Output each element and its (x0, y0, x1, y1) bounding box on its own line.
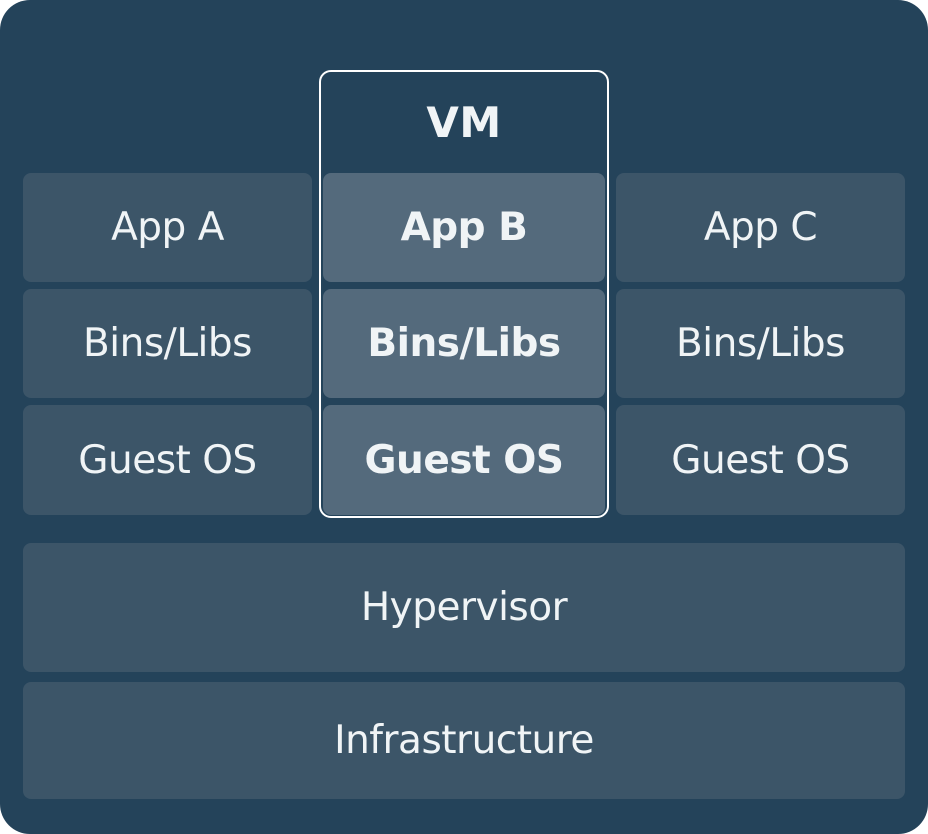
cell-guest-os-b: Guest OS (323, 405, 605, 515)
layer-hypervisor: Hypervisor (23, 543, 905, 672)
cell-bins-libs-c: Bins/Libs (616, 289, 905, 398)
cell-bins-libs-b: Bins/Libs (323, 289, 605, 398)
cell-app-b: App B (323, 173, 605, 282)
cell-app-a: App A (23, 173, 312, 282)
cell-guest-os-c: Guest OS (616, 405, 905, 515)
cell-bins-libs-a: Bins/Libs (23, 289, 312, 398)
layer-infrastructure: Infrastructure (23, 682, 905, 799)
vm-label: VM (426, 98, 502, 147)
cell-app-c: App C (616, 173, 905, 282)
cell-guest-os-a: Guest OS (23, 405, 312, 515)
vm-container-outline: VM (319, 70, 609, 518)
